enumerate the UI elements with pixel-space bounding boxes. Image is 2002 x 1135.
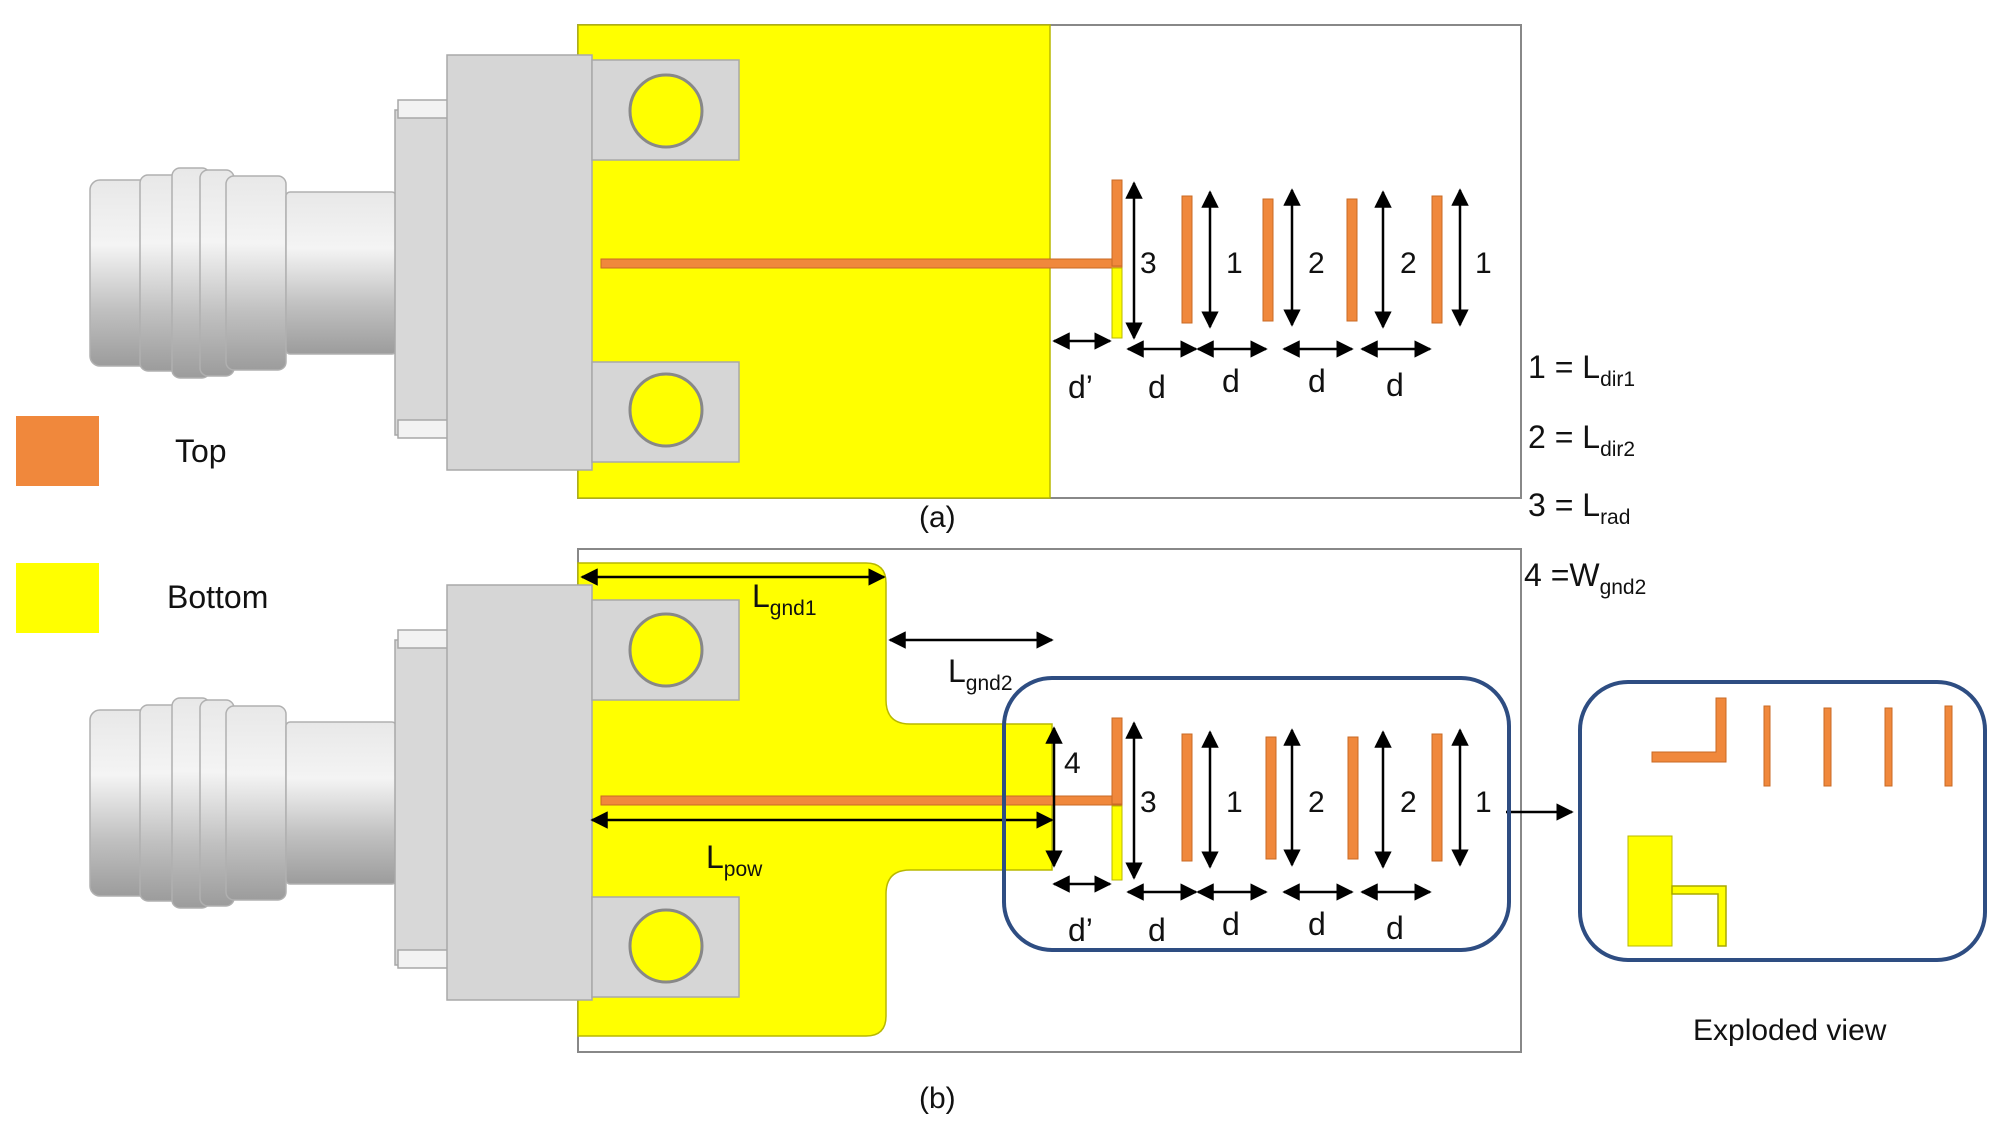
- exploded-director-3: [1884, 707, 1893, 787]
- label-1-a: 1: [1226, 247, 1243, 280]
- exploded-director-2: [1823, 707, 1832, 787]
- exploded-director-4: [1944, 705, 1953, 787]
- director-1-b: [1181, 733, 1193, 862]
- label-4-b: 4: [1064, 747, 1081, 780]
- label-3-b: 3: [1140, 786, 1157, 819]
- sma-connector-b: [89, 584, 593, 1001]
- label-2b-a: 2: [1400, 247, 1417, 280]
- label-2-a: 2: [1308, 247, 1325, 280]
- label-dprime-b: d’: [1068, 912, 1093, 948]
- exploded-radiator-bottom: [1671, 885, 1727, 947]
- label-d2-b: d: [1222, 906, 1240, 942]
- exploded-ground: [1627, 835, 1673, 947]
- label-lpow: Lpow: [706, 839, 763, 881]
- label-3-a: 3: [1140, 247, 1157, 280]
- label-d4-b: d: [1386, 910, 1404, 946]
- definition-1: 1 = Ldir1: [1528, 349, 1635, 391]
- director-1-a: [1181, 195, 1193, 324]
- radiator-bottom-a: [1111, 267, 1123, 339]
- label-d1-b: d: [1148, 912, 1166, 948]
- label-dprime-a: d’: [1068, 369, 1093, 405]
- panel-a: 3 1 2 2 1 d’ d d d d (a): [89, 24, 1522, 534]
- legend: Top Bottom: [16, 416, 268, 633]
- legend-swatch-bottom: [16, 563, 99, 633]
- sma-connector-a: [89, 54, 593, 471]
- panel-b: Lgnd1 Lgnd2 Lpow 4 3 1 2 2 1 d’ d d d d …: [89, 548, 1574, 1115]
- label-d3-b: d: [1308, 906, 1326, 942]
- definition-2: 2 = Ldir2: [1528, 419, 1635, 461]
- director-4-b: [1431, 733, 1443, 862]
- definition-4: 4 =Wgnd2: [1524, 557, 1646, 599]
- director-2-a: [1262, 198, 1274, 322]
- feed-line-b: [600, 795, 1123, 806]
- legend-label-bottom: Bottom: [167, 579, 268, 615]
- feed-line-a: [600, 258, 1123, 269]
- label-1b-a: 1: [1475, 247, 1492, 280]
- exploded-radiator-top: [1651, 697, 1727, 763]
- label-2b-b: 2: [1400, 786, 1417, 819]
- definition-3: 3 = Lrad: [1528, 487, 1630, 529]
- label-d4-a: d: [1386, 367, 1404, 403]
- label-d2-a: d: [1222, 363, 1240, 399]
- caption-a: (a): [919, 501, 956, 534]
- radiator-top-a: [1111, 179, 1123, 267]
- label-d1-a: d: [1148, 369, 1166, 405]
- director-2-b: [1265, 736, 1277, 860]
- caption-b: (b): [919, 1082, 956, 1115]
- director-4-a: [1431, 195, 1443, 324]
- legend-swatch-top: [16, 416, 99, 486]
- exploded-director-1: [1763, 705, 1771, 787]
- radiator-bottom-b: [1111, 805, 1123, 881]
- label-d3-a: d: [1308, 363, 1326, 399]
- label-lgnd1: Lgnd1: [752, 578, 817, 620]
- label-1b-b: 1: [1475, 786, 1492, 819]
- label-lgnd2: Lgnd2: [948, 653, 1013, 695]
- director-3-a: [1346, 198, 1358, 322]
- definitions: 1 = Ldir1 2 = Ldir2 3 = Lrad 4 =Wgnd2: [1524, 349, 1646, 599]
- caption-exploded: Exploded view: [1693, 1014, 1887, 1047]
- radiator-top-b: [1111, 717, 1123, 805]
- legend-label-top: Top: [175, 433, 227, 469]
- exploded-view: Exploded view: [1578, 680, 1987, 1047]
- label-2-b: 2: [1308, 786, 1325, 819]
- label-1-b: 1: [1226, 786, 1243, 819]
- director-3-b: [1347, 736, 1359, 860]
- zoom-frame: [1002, 676, 1511, 952]
